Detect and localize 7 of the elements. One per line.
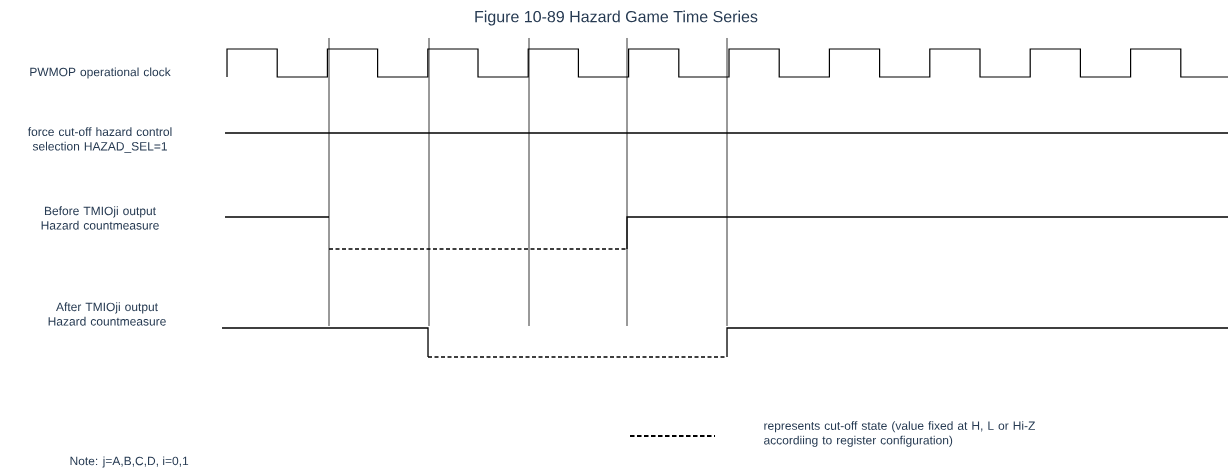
signal-name: Before TMIOji output Hazard countmeasure [41,206,159,230]
figure-title: Figure 10-89 Hazard Game Time Series [475,10,758,26]
legend-text: represents cut-off state (value fixed at H, L or Hi-Z accordiing to register configuration) [764,421,1035,447]
signal-name: force cut-off hazard control selection HAZAD_SEL=1 [27,127,172,153]
signal-name: After TMIOji output Hazard countmeasure [48,302,166,326]
note-text: Note: j=A,B,C,D, i=0,1 [70,456,189,468]
signal-name: PWMOP operational clock [30,67,171,79]
